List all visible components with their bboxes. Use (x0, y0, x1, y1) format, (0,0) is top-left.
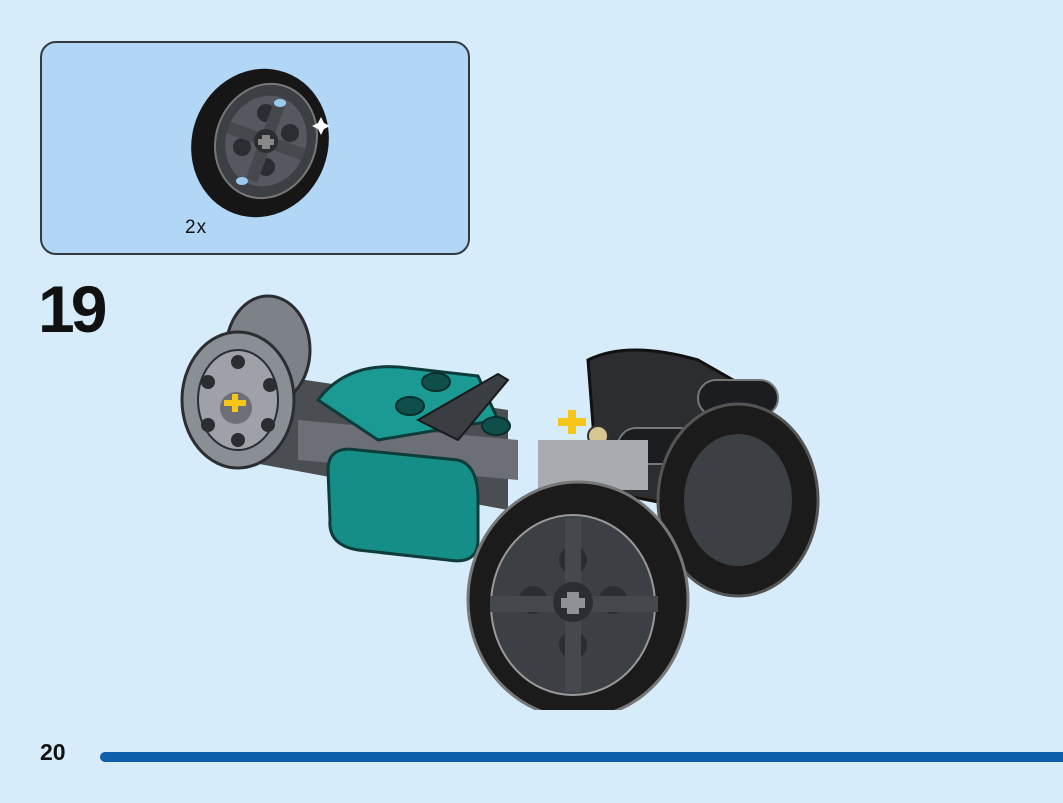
model-illustration (180, 294, 820, 710)
parts-callout: 2x (40, 41, 470, 255)
small-wheel-left (180, 330, 296, 470)
page-number: 20 (40, 739, 66, 765)
step-number: 19 (38, 272, 107, 346)
wheel-part-icon (191, 68, 330, 218)
part-quantity: 2x (185, 217, 208, 238)
teal-body (315, 365, 511, 563)
progress-bar (100, 752, 1063, 762)
large-wheel-right (466, 480, 690, 710)
